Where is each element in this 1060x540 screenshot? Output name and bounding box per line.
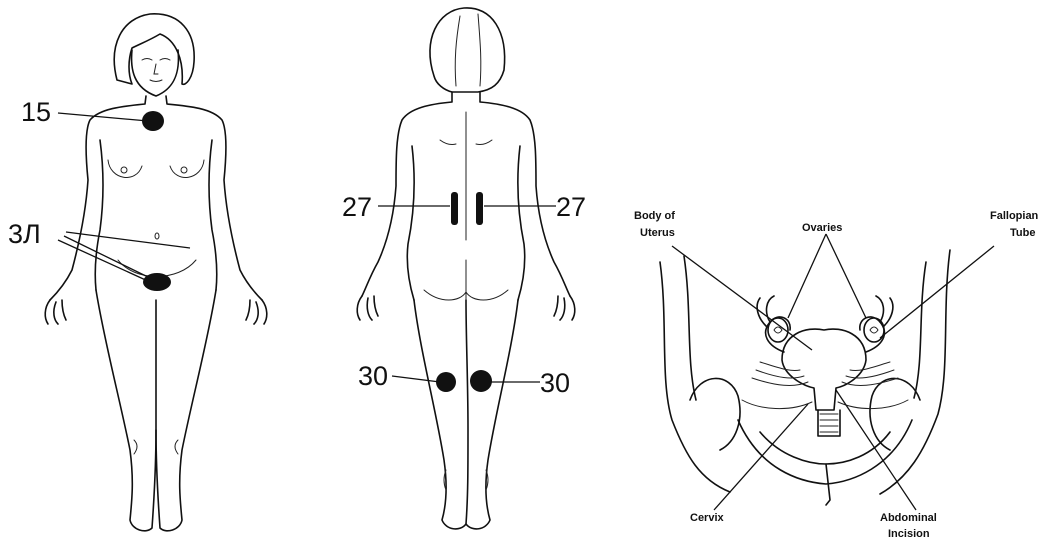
point-27-left-label: 27	[342, 192, 372, 222]
cervix-label: Cervix	[690, 512, 725, 524]
body-of-uterus-label-line1: Body of	[634, 210, 675, 222]
fallopian-tube-label-line1: Fallopian	[990, 210, 1039, 222]
point-27-left-marker	[451, 192, 458, 225]
point-30-right-marker	[470, 370, 492, 392]
body-of-uterus-label-line2: Uterus	[640, 227, 675, 239]
point-3l-marker	[143, 273, 171, 291]
point-27-right-marker	[476, 192, 483, 225]
back-body-figure	[357, 8, 575, 529]
abdominal-incision-label-line1: Abdominal	[880, 512, 937, 524]
pelvic-anatomy-illustration	[660, 250, 950, 505]
ovaries-label: Ovaries	[802, 222, 842, 234]
point-30-left-marker	[436, 372, 456, 392]
point-30-right-label: 30	[540, 368, 570, 398]
anatomy-leader-lines	[672, 234, 994, 510]
point-3l-label: 3Л	[8, 219, 41, 249]
front-body-figure	[45, 14, 267, 531]
front-point-markers: 15 3Л	[8, 97, 190, 291]
abdominal-incision-label-line2: Incision	[888, 528, 930, 540]
point-15-label: 15	[21, 97, 51, 127]
point-30-left-label: 30	[358, 361, 388, 391]
point-27-right-label: 27	[556, 192, 586, 222]
fallopian-tube-label-line2: Tube	[1010, 227, 1035, 239]
point-15-marker	[142, 111, 164, 131]
